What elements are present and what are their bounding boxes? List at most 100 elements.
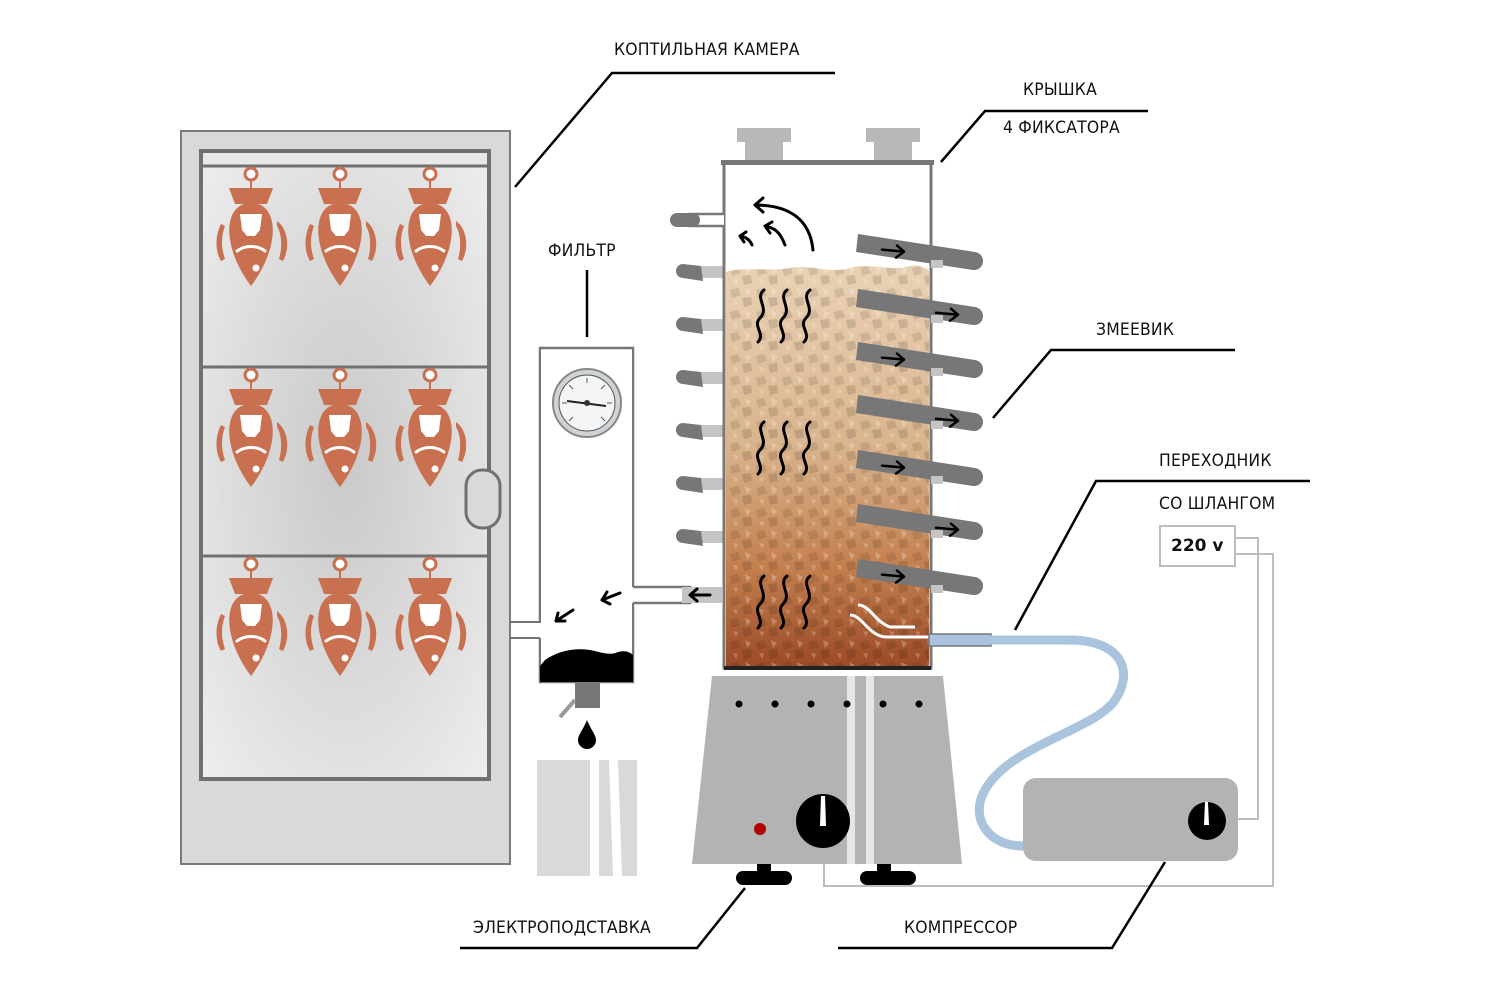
flow-arrow-icon bbox=[934, 413, 960, 428]
leader-lid bbox=[940, 109, 1148, 163]
vent-dot bbox=[735, 700, 743, 708]
lid-lock bbox=[866, 128, 920, 160]
label-coil: ЗМЕЕВИК bbox=[1096, 320, 1175, 340]
adapter-nozzle bbox=[928, 633, 992, 647]
power-socket bbox=[1159, 525, 1236, 567]
fish-icon bbox=[395, 166, 467, 286]
stand-feet bbox=[736, 864, 916, 885]
coil-icon bbox=[856, 234, 984, 596]
chamber-inlet-pipe bbox=[510, 600, 541, 639]
compressor bbox=[1023, 778, 1238, 861]
smoke-chamber bbox=[180, 130, 541, 865]
label-adapter: ПЕРЕХОДНИК bbox=[1159, 451, 1272, 471]
outlet-pipe-cap bbox=[670, 213, 700, 227]
cooling-fin bbox=[676, 370, 725, 387]
heat-wave bbox=[801, 288, 812, 344]
flow-arrow-icon bbox=[934, 307, 960, 322]
smoke-generator bbox=[670, 128, 984, 885]
door-handle bbox=[464, 468, 502, 530]
flow-arrow-icon bbox=[880, 460, 906, 475]
flow-arrow-icon bbox=[880, 244, 906, 259]
compressor-body bbox=[1023, 778, 1238, 861]
stand-knob-icon[interactable] bbox=[796, 794, 850, 848]
air-inlet-flow bbox=[849, 603, 930, 639]
drain-valve bbox=[575, 683, 600, 708]
label-compressor: КОМПРЕССОР bbox=[904, 918, 1018, 938]
cooling-fins-left bbox=[676, 264, 725, 546]
flow-arrow-icon bbox=[880, 352, 906, 367]
drain-spout bbox=[558, 698, 577, 719]
leader-smoke-chamber bbox=[514, 71, 835, 188]
lid-lock bbox=[737, 128, 791, 160]
cooling-fin bbox=[676, 264, 725, 281]
label-adapter-hose: СО ШЛАНГОМ bbox=[1159, 494, 1276, 514]
fish-icon bbox=[395, 367, 467, 487]
coil-turn bbox=[856, 395, 984, 432]
vent-dot bbox=[879, 700, 887, 708]
thermometer-gauge-icon bbox=[552, 368, 622, 438]
cooling-fin bbox=[676, 476, 725, 493]
leader-coil bbox=[992, 348, 1235, 419]
label-filter: ФИЛЬТР bbox=[548, 241, 616, 261]
chamber-top-rail bbox=[203, 153, 487, 165]
rising-smoke-arrows bbox=[738, 196, 815, 252]
fish-icon bbox=[305, 367, 377, 487]
lid-locks bbox=[737, 128, 920, 160]
heat-wave bbox=[755, 574, 766, 630]
label-lid-locks: 4 ФИКСАТОРА bbox=[1003, 118, 1120, 138]
vent-dots bbox=[735, 700, 923, 708]
coil-turn bbox=[856, 559, 984, 596]
fish-layer bbox=[216, 166, 467, 676]
adapter-hose bbox=[928, 633, 1129, 851]
smoke-flow-arrows bbox=[554, 587, 712, 623]
label-electric-stand: ЭЛЕКТРОПОДСТАВКА bbox=[473, 918, 651, 938]
flow-arrow-icon bbox=[880, 569, 906, 584]
power-led bbox=[754, 823, 766, 835]
leader-lines bbox=[460, 71, 1310, 950]
leader-compressor bbox=[838, 861, 1167, 950]
flow-arrow-icon bbox=[934, 522, 960, 537]
fish-icon bbox=[216, 556, 288, 676]
leader-electric-stand bbox=[460, 887, 746, 950]
heat-wave bbox=[778, 574, 789, 630]
leader-adapter bbox=[1013, 479, 1310, 631]
charcoal-layer bbox=[540, 649, 633, 682]
generator-lid bbox=[721, 160, 934, 165]
cooling-fin bbox=[676, 423, 725, 440]
cooling-fin bbox=[676, 529, 725, 546]
drop-icon bbox=[578, 720, 596, 749]
fish-icon bbox=[305, 556, 377, 676]
filter-inlet-pipe bbox=[633, 585, 692, 605]
electric-stand bbox=[692, 676, 962, 885]
heat-wave bbox=[755, 420, 766, 476]
coil-turn bbox=[856, 342, 984, 379]
condensate-container bbox=[537, 760, 637, 876]
vent-dot bbox=[771, 700, 779, 708]
filter bbox=[537, 270, 722, 876]
fish-icon bbox=[216, 166, 288, 286]
cooling-fin bbox=[676, 317, 725, 334]
coil-turn bbox=[856, 450, 984, 487]
heat-wave bbox=[801, 574, 812, 630]
power-wiring bbox=[823, 525, 1274, 887]
coil-turn bbox=[856, 234, 984, 271]
heat-wave bbox=[755, 288, 766, 344]
vent-dot bbox=[843, 700, 851, 708]
fish-icon bbox=[216, 367, 288, 487]
compressor-knob-icon[interactable] bbox=[1188, 802, 1226, 840]
label-lid: КРЫШКА bbox=[1023, 80, 1097, 100]
heat-wave bbox=[801, 420, 812, 476]
coil-turn bbox=[856, 504, 984, 541]
stand-body bbox=[692, 676, 962, 864]
air-hose bbox=[974, 635, 1129, 851]
label-smoke-chamber: КОПТИЛЬНАЯ КАМЕРА bbox=[614, 40, 800, 60]
fish-icon bbox=[305, 166, 377, 286]
coil-turn bbox=[856, 289, 984, 326]
heat-waves bbox=[755, 288, 812, 630]
vent-dot bbox=[807, 700, 815, 708]
label-voltage: 220 v bbox=[1171, 536, 1224, 556]
heat-wave bbox=[778, 288, 789, 344]
heat-wave bbox=[778, 420, 789, 476]
